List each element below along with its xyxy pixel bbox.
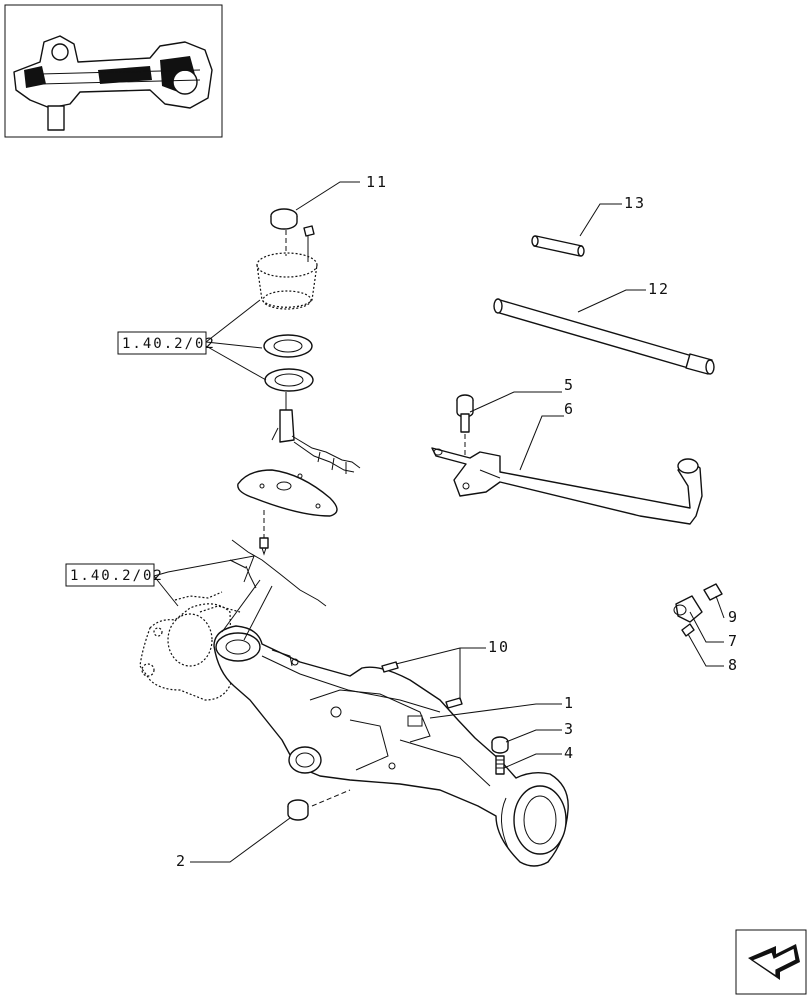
callout-3: 3 [564, 720, 575, 738]
bearing-ring-upper [263, 334, 313, 358]
callout-8: 8 [728, 656, 739, 674]
part-10-dowel-a [381, 661, 399, 673]
part-2-plug [287, 799, 309, 821]
part-13-sleeve [531, 235, 585, 257]
part-3-nut [491, 736, 509, 754]
callout-4: 4 [564, 744, 575, 762]
callout-13: 13 [624, 194, 646, 212]
phantom-hub-assembly [139, 591, 241, 701]
part-1-axle-housing [213, 625, 569, 867]
part-12-pipe [493, 298, 715, 375]
callout-10: 10 [488, 638, 510, 656]
reference-label-lower: 1.40.2/02 [70, 568, 164, 584]
callout-12: 12 [648, 280, 670, 298]
bearing-ring-lower [264, 368, 314, 392]
callout-1: 1 [564, 694, 575, 712]
part-9-pin [703, 583, 723, 601]
reference-label-upper: 1.40.2/02 [122, 336, 216, 352]
callout-9: 9 [728, 608, 739, 626]
callout-7: 7 [728, 632, 739, 650]
part-6-bracket-rod [431, 447, 703, 525]
callout-11: 11 [366, 173, 388, 191]
callout-5: 5 [564, 376, 575, 394]
axle-assembly-thumbnail[interactable] [4, 4, 223, 138]
part-11-cap [270, 208, 298, 230]
part-8-screw [681, 623, 695, 637]
callout-2: 2 [176, 852, 187, 870]
callout-6: 6 [564, 400, 575, 418]
part-4-stud [495, 755, 505, 775]
leader-lines [153, 181, 725, 863]
reference-link-upper[interactable]: 1.40.2/02 [117, 331, 216, 355]
part-7-fitting [673, 595, 703, 623]
part-10-dowel-b [445, 697, 463, 709]
small-bolt [303, 225, 315, 262]
sensor-with-cable [271, 392, 361, 474]
plate-bolt [259, 537, 269, 556]
next-page-arrow-icon[interactable] [735, 929, 807, 995]
mounting-plate [237, 469, 338, 517]
upper-housing [256, 252, 318, 310]
reference-link-lower[interactable]: 1.40.2/02 [65, 563, 164, 587]
part-5-bolt [456, 394, 474, 433]
